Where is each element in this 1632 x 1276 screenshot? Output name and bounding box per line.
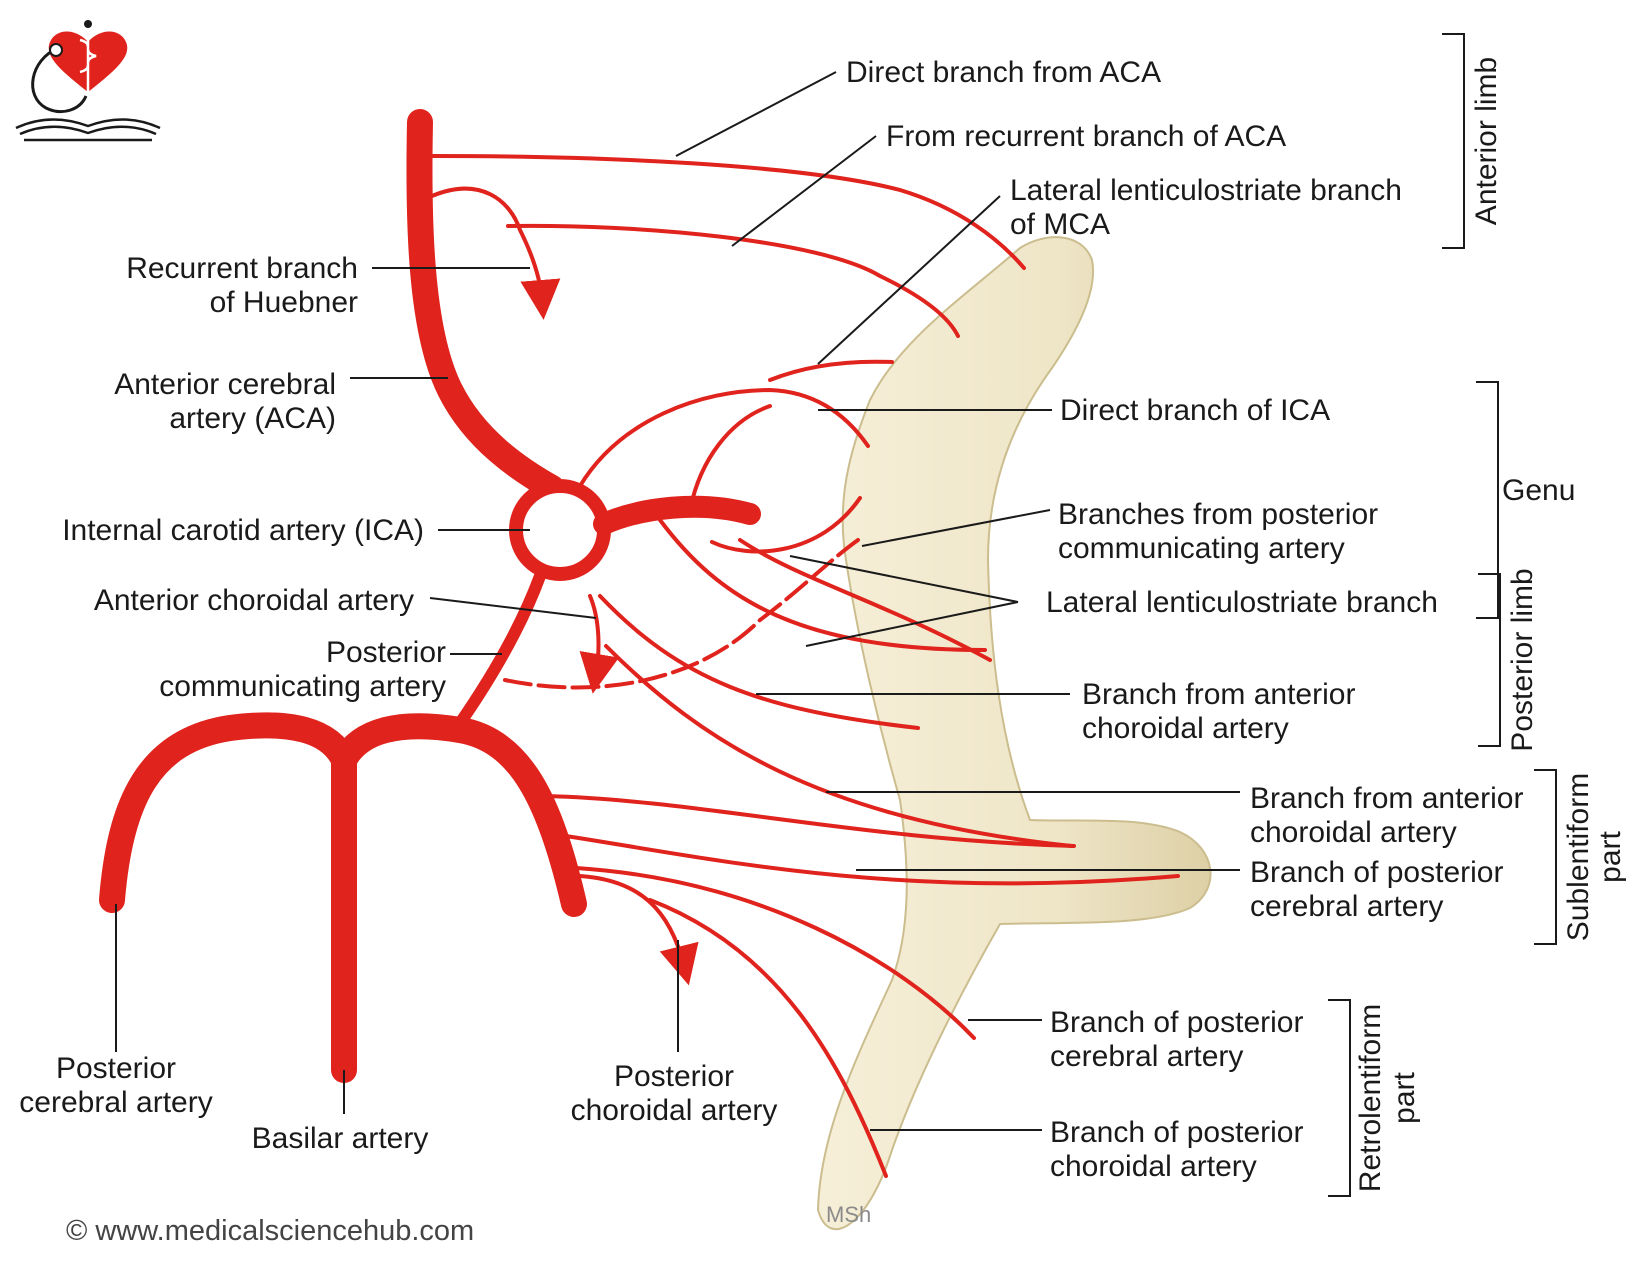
- recurrent-branch-of-huebner: [430, 186, 561, 320]
- label-ant-chor-branch-a-line1: Branch from anterior: [1082, 678, 1355, 711]
- ica-loop-branch: [688, 404, 772, 512]
- posterior-choroidal-artery: [578, 874, 699, 986]
- label-lat-lent-mca-line1: Lateral lenticulostriate branch: [1010, 174, 1402, 207]
- region-posterior-limb: Posterior limb: [1506, 568, 1539, 751]
- label-recurrent-branch-aca: From recurrent branch of ACA: [886, 120, 1286, 153]
- label-basilar: Basilar artery: [252, 1122, 429, 1155]
- label-huebner-line2: of Huebner: [210, 286, 358, 319]
- label-ant-chor-branch-b-line1: Branch from anterior: [1250, 782, 1523, 815]
- label-lat-lent-mca-line2: of MCA: [1010, 208, 1110, 241]
- logo: [15, 20, 161, 142]
- region-brackets: [1328, 33, 1557, 1197]
- label-huebner-line1: Recurrent branch: [126, 252, 358, 285]
- label-aca-line1: Anterior cerebral: [114, 368, 336, 401]
- internal-capsule-shape: [816, 236, 1212, 1231]
- posterior-choroidal-branch: [648, 898, 888, 1178]
- direct-branch-ica: [578, 387, 870, 488]
- label-ant-chor-branch-b-line2: choroidal artery: [1250, 816, 1457, 849]
- region-anterior-limb: Anterior limb: [1470, 57, 1503, 225]
- label-pca-branch-b-line1: Branch of posterior: [1050, 1006, 1303, 1039]
- label-pca-branch-a-line1: Branch of posterior: [1250, 856, 1503, 889]
- artist-watermark: MSh: [826, 1202, 871, 1227]
- region-sublentiform-line1: Sublentiform: [1562, 773, 1595, 941]
- middle-cerebral-artery-stub: [593, 495, 761, 535]
- anterior-cerebral-artery: [406, 109, 565, 501]
- label-pcomm-line2: communicating artery: [159, 670, 446, 703]
- posterior-communicating-artery: [452, 570, 546, 732]
- label-post-chor-branch-line1: Branch of posterior: [1050, 1116, 1303, 1149]
- lat-lenticulostriate-lower-2: [738, 538, 992, 662]
- leader-lines: [115, 71, 1240, 1131]
- label-pca-branch-a-line2: cerebral artery: [1250, 890, 1443, 923]
- direct-branch-from-aca: [430, 154, 1026, 270]
- label-lat-lenticulostriate: Lateral lenticulostriate branch: [1046, 586, 1438, 619]
- label-post-chor-line1: Posterior: [614, 1060, 734, 1093]
- lenticulostriate-mca-arc: [768, 359, 894, 382]
- anterior-choroidal-branch-a: [598, 594, 920, 730]
- pca-branch-sublentiform-b: [564, 834, 1180, 886]
- label-post-chor-line2: choroidal artery: [571, 1094, 778, 1127]
- logo-caduceus-icon: [79, 24, 97, 92]
- label-direct-branch-ica: Direct branch of ICA: [1060, 394, 1330, 427]
- label-ant-chor-branch-a-line2: choroidal artery: [1082, 712, 1289, 745]
- label-pca-line2: cerebral artery: [19, 1086, 212, 1119]
- pca-branch-sublentiform-a: [544, 794, 1076, 848]
- label-direct-branch-aca: Direct branch from ACA: [846, 56, 1161, 89]
- logo-stethoscope-icon: [31, 46, 88, 113]
- region-retrolentiform-line2: part: [1388, 1071, 1421, 1123]
- label-ica: Internal carotid artery (ICA): [62, 514, 424, 547]
- label-pca-branch-b-line2: cerebral artery: [1050, 1040, 1243, 1073]
- lat-lenticulostriate-lower-1: [658, 518, 987, 652]
- label-aca-line2: artery (ACA): [169, 402, 336, 435]
- anterior-choroidal-artery: [579, 594, 620, 694]
- anterior-choroidal-branch-b: [604, 644, 1074, 848]
- copyright-footer: © www.medicalsciencehub.com: [66, 1215, 474, 1247]
- label-pca-line1: Posterior: [56, 1052, 176, 1085]
- label-pcomm-branches-line1: Branches from posterior: [1058, 498, 1378, 531]
- pca-branch-retrolentiform: [574, 866, 976, 1040]
- label-pcomm-branches-line2: communicating artery: [1058, 532, 1345, 565]
- pcomm-branch-1: [710, 496, 862, 554]
- label-post-chor-branch-line2: choroidal artery: [1050, 1150, 1257, 1183]
- region-sublentiform-line2: part: [1594, 830, 1627, 882]
- logo-book-icon: [15, 118, 161, 142]
- recurrent-aca-branch: [506, 223, 960, 338]
- region-retrolentiform-line1: Retrolentiform: [1354, 1004, 1387, 1192]
- region-genu: Genu: [1502, 474, 1575, 507]
- label-anterior-choroidal: Anterior choroidal artery: [94, 584, 414, 617]
- label-pcomm-line1: Posterior: [326, 636, 446, 669]
